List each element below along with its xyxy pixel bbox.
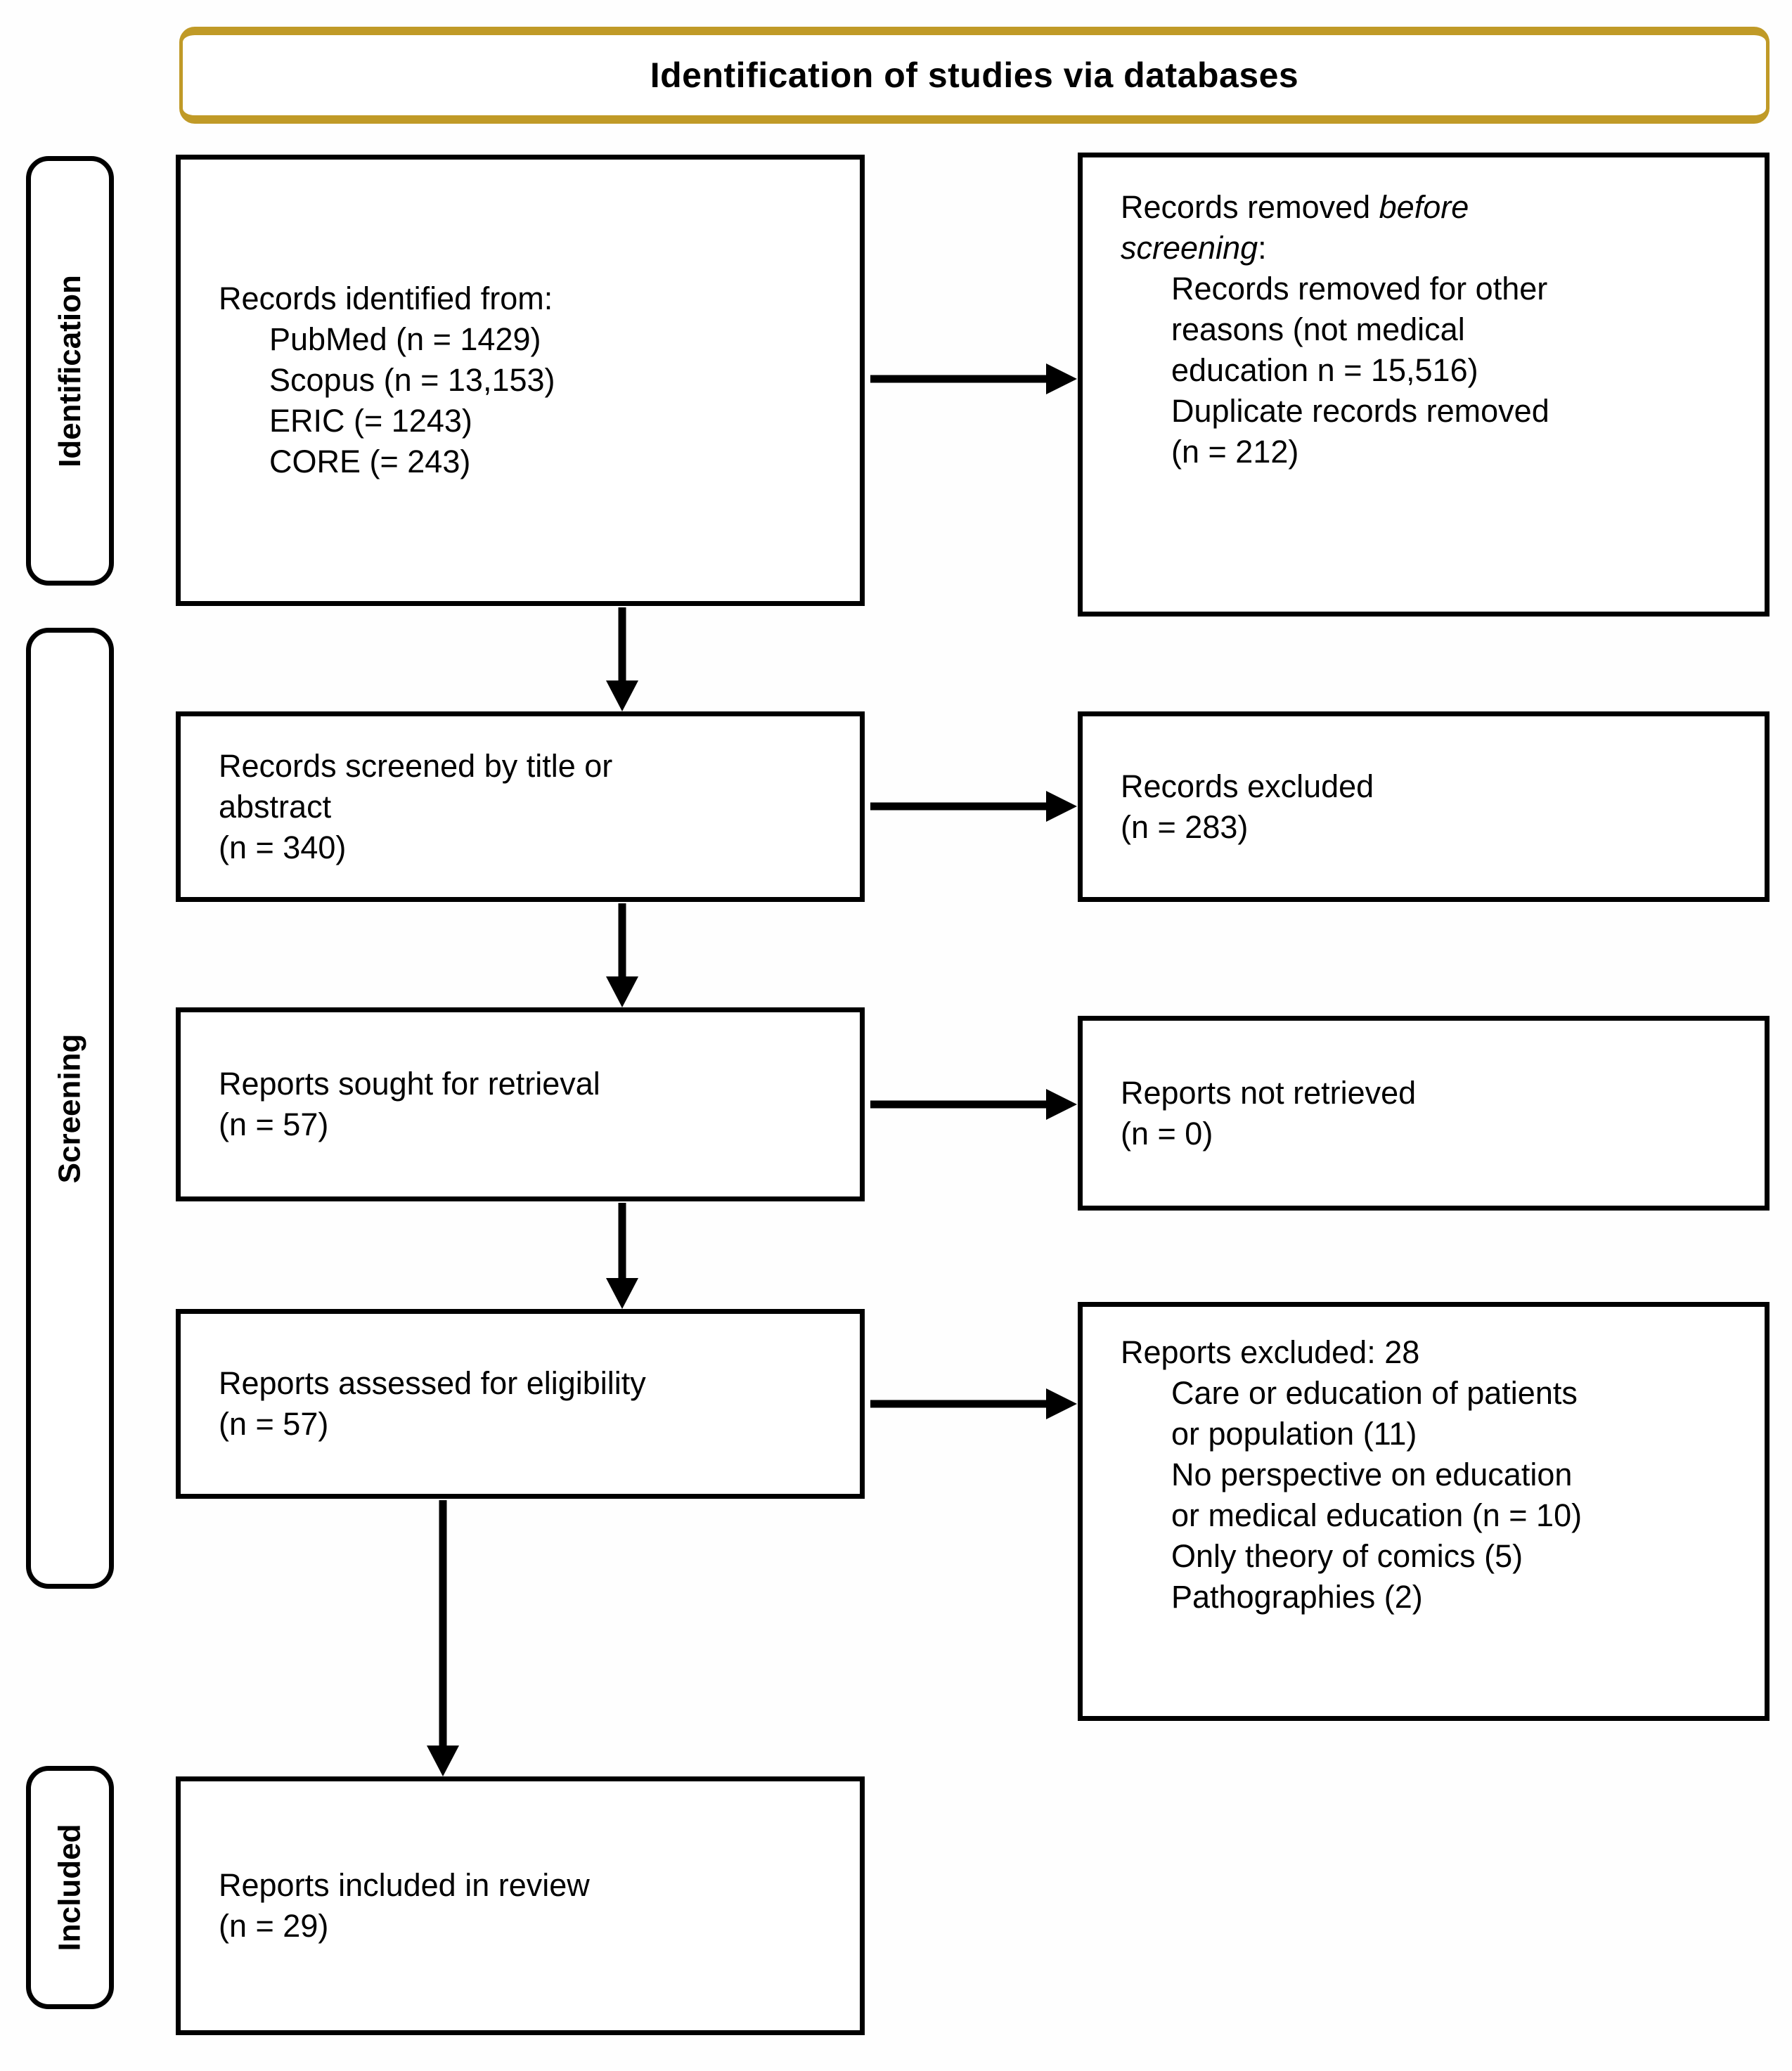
flow-box-records-excluded: Records excluded (n = 283) — [1078, 711, 1770, 902]
box-text-line: abstract — [219, 788, 332, 825]
box-text-line: (n = 340) — [219, 829, 347, 865]
arrow-sought-to-assessed — [606, 1203, 638, 1309]
box-text: Reports excluded: 28 Care or education of… — [1121, 1332, 1748, 1618]
box-text-line: Reports assessed for eligibility — [219, 1365, 646, 1401]
box-text-line: (n = 212) — [1171, 434, 1299, 470]
box-text: Reports assessed for eligibility (n = 57) — [219, 1363, 843, 1445]
box-text-line: (n = 29) — [219, 1908, 329, 1944]
box-text-line: CORE (= 243) — [269, 444, 471, 479]
arrow-assessed-to-included — [427, 1500, 459, 1776]
box-text-line: (n = 283) — [1121, 808, 1249, 845]
diagram-title: Identification of studies via databases — [650, 56, 1299, 95]
box-text: Records identified from: PubMed (n = 1429… — [219, 278, 843, 482]
arrow-identified-to-screened — [606, 607, 638, 711]
box-text-line: Records screened by title or — [219, 747, 613, 784]
flow-box-reports-assessed-for-eligibility: Reports assessed for eligibility (n = 57) — [176, 1309, 865, 1499]
box-text-line: or population (11) — [1171, 1416, 1417, 1452]
box-text: Reports not retrieved (n = 0) — [1121, 1073, 1748, 1154]
flow-box-reports-not-retrieved: Reports not retrieved (n = 0) — [1078, 1016, 1770, 1211]
arrow-identified-to-removed — [870, 363, 1077, 394]
box-text-line: Reports not retrieved — [1121, 1074, 1417, 1111]
stage-label-text: Identification — [52, 274, 87, 467]
box-text-line: or medical education (n = 10) — [1171, 1497, 1582, 1533]
arrow-screened-to-excluded — [870, 791, 1077, 822]
box-text-line: (n = 57) — [219, 1107, 329, 1142]
stage-label-text: Included — [52, 1824, 87, 1951]
stage-label-included: Included — [26, 1766, 114, 2009]
box-text-line: Records identified from: — [219, 280, 553, 316]
flow-box-reports-sought-for-retrieval: Reports sought for retrieval (n = 57) — [176, 1007, 865, 1201]
box-text-line: PubMed (n = 1429) — [269, 321, 541, 357]
box-text-line: reasons (not medical — [1171, 311, 1465, 347]
box-text: Records screened by title or abstract (n =… — [219, 746, 843, 868]
flow-box-reports-included-in-review: Reports included in review (n = 29) — [176, 1776, 865, 2035]
box-text: Reports sought for retrieval (n = 57) — [219, 1064, 843, 1145]
flow-box-records-screened: Records screened by title or abstract (n =… — [176, 711, 865, 902]
stage-label-text: Screening — [52, 1033, 87, 1183]
box-text-line: screening: — [1121, 230, 1267, 266]
box-text-line: No perspective on education — [1171, 1457, 1573, 1492]
box-text-line: Records removed before — [1121, 189, 1469, 225]
arrow-assessed-to-reports-excluded — [870, 1388, 1077, 1419]
box-text-line: (n = 57) — [219, 1406, 329, 1442]
box-text-line: Care or education of patients — [1171, 1375, 1578, 1411]
box-text-line: Pathographies (2) — [1171, 1579, 1423, 1615]
stage-label-screening: Screening — [26, 628, 114, 1589]
box-text-line: Records removed for other — [1171, 271, 1548, 307]
box-text-line: Only theory of comics (5) — [1171, 1538, 1523, 1574]
flow-box-reports-excluded-reasons: Reports excluded: 28 Care or education of… — [1078, 1302, 1770, 1721]
stage-label-identification: Identification — [26, 156, 114, 586]
flow-box-records-identified: Records identified from: PubMed (n = 1429… — [176, 155, 865, 606]
arrow-sought-to-not-retrieved — [870, 1089, 1077, 1120]
box-text-line: Scopus (n = 13,153) — [269, 362, 555, 398]
box-text-line: education n = 15,516) — [1171, 352, 1478, 388]
box-text: Records excluded (n = 283) — [1121, 766, 1748, 848]
box-text-line: Records excluded — [1121, 768, 1374, 804]
arrow-screened-to-sought — [606, 903, 638, 1007]
box-text-line: ERIC (= 1243) — [269, 403, 472, 439]
flow-box-records-removed-before-screening: Records removed before screening: Records … — [1078, 153, 1770, 617]
box-text-line: Reports sought for retrieval — [219, 1066, 600, 1102]
box-text-line: Reports excluded: 28 — [1121, 1334, 1420, 1370]
box-text-line: Reports included in review — [219, 1867, 590, 1903]
box-text-line: Duplicate records removed — [1171, 393, 1549, 429]
diagram-title-banner: Identification of studies via databases — [179, 27, 1770, 124]
box-text: Reports included in review (n = 29) — [219, 1865, 843, 1947]
box-text-line: (n = 0) — [1121, 1115, 1213, 1151]
box-text: Records removed before screening: Records … — [1121, 187, 1748, 472]
